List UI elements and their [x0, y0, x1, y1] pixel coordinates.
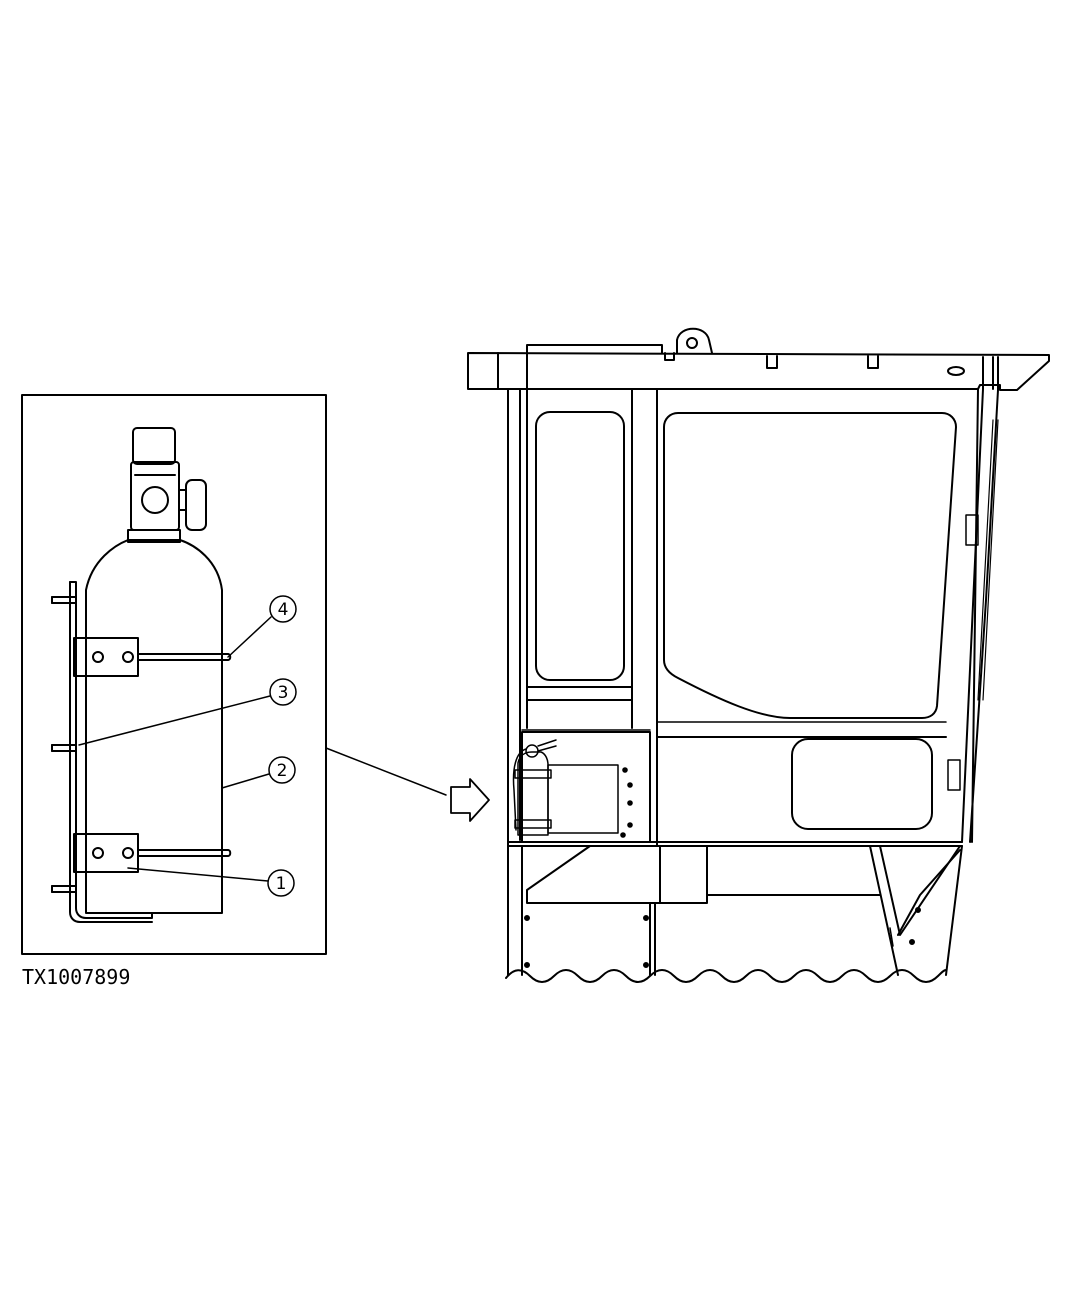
figure-id-label: TX1007899: [22, 965, 130, 989]
callout-3: 3: [269, 678, 297, 706]
hollow-arrow-icon: [450, 778, 490, 822]
detail-inset: 4 3 2 1: [21, 394, 327, 955]
callout-4: 4: [269, 595, 297, 623]
lower-door-window: [791, 738, 933, 830]
upper-strap: [73, 637, 232, 677]
fire-extinguisher-icon: [512, 739, 557, 836]
inset-frame: [21, 394, 327, 955]
callout-1-label: 1: [276, 874, 287, 894]
extinguisher-cylinder: [85, 427, 223, 914]
mounting-bracket: [51, 581, 153, 923]
lower-strap: [73, 833, 232, 873]
callout-2: 2: [268, 756, 296, 784]
callout-2-label: 2: [277, 761, 288, 781]
pointer-line: [325, 747, 447, 796]
callout-1: 1: [267, 869, 295, 897]
break-line: [505, 969, 947, 983]
cab-side-view: [467, 327, 1050, 983]
callout-4-label: 4: [278, 600, 289, 620]
callout-3-label: 3: [278, 683, 289, 703]
side-window: [535, 411, 625, 681]
door-window: [663, 412, 957, 719]
